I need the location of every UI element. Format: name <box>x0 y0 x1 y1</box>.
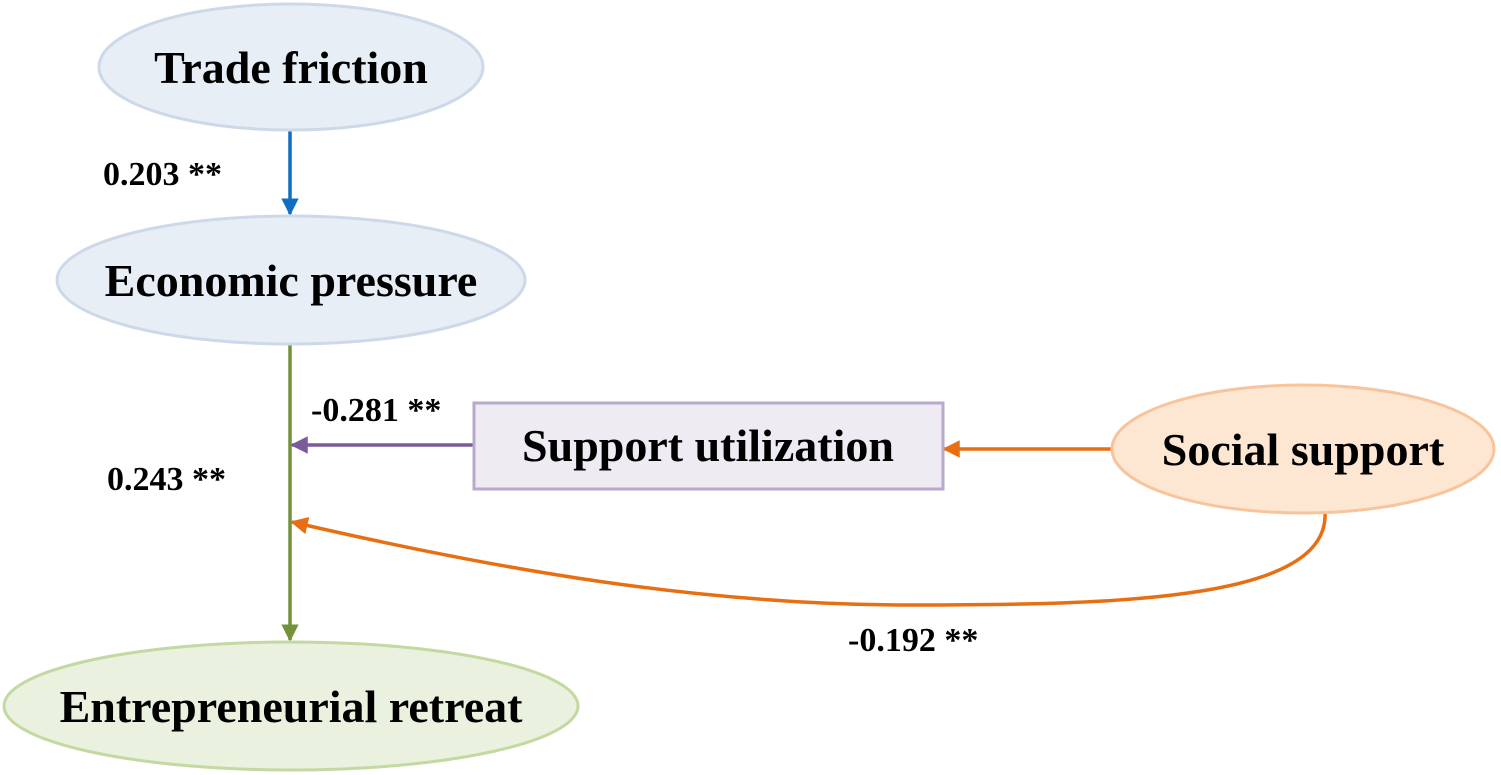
node-support-utilization: Support utilization <box>472 401 945 491</box>
coefficient-utilization-to-path: -0.281 ** <box>311 392 441 429</box>
node-entrepreneurial-retreat-label: Entrepreneurial retreat <box>60 681 524 732</box>
node-economic-pressure-label: Economic pressure <box>105 255 478 306</box>
coefficient-trade-to-pressure: 0.203 ** <box>103 156 222 193</box>
node-social-support: Social support <box>1110 383 1496 515</box>
node-economic-pressure: Economic pressure <box>55 214 527 346</box>
node-social-support-label: Social support <box>1162 424 1445 475</box>
coefficient-social-to-path: -0.192 ** <box>848 622 978 659</box>
node-support-utilization-label: Support utilization <box>522 420 894 471</box>
coefficient-pressure-to-retreat: 0.243 ** <box>107 461 226 498</box>
node-trade-friction: Trade friction <box>97 2 485 132</box>
arrow-social-to-path <box>290 511 1327 607</box>
node-entrepreneurial-retreat: Entrepreneurial retreat <box>2 640 580 772</box>
node-trade-friction-label: Trade friction <box>154 42 428 93</box>
